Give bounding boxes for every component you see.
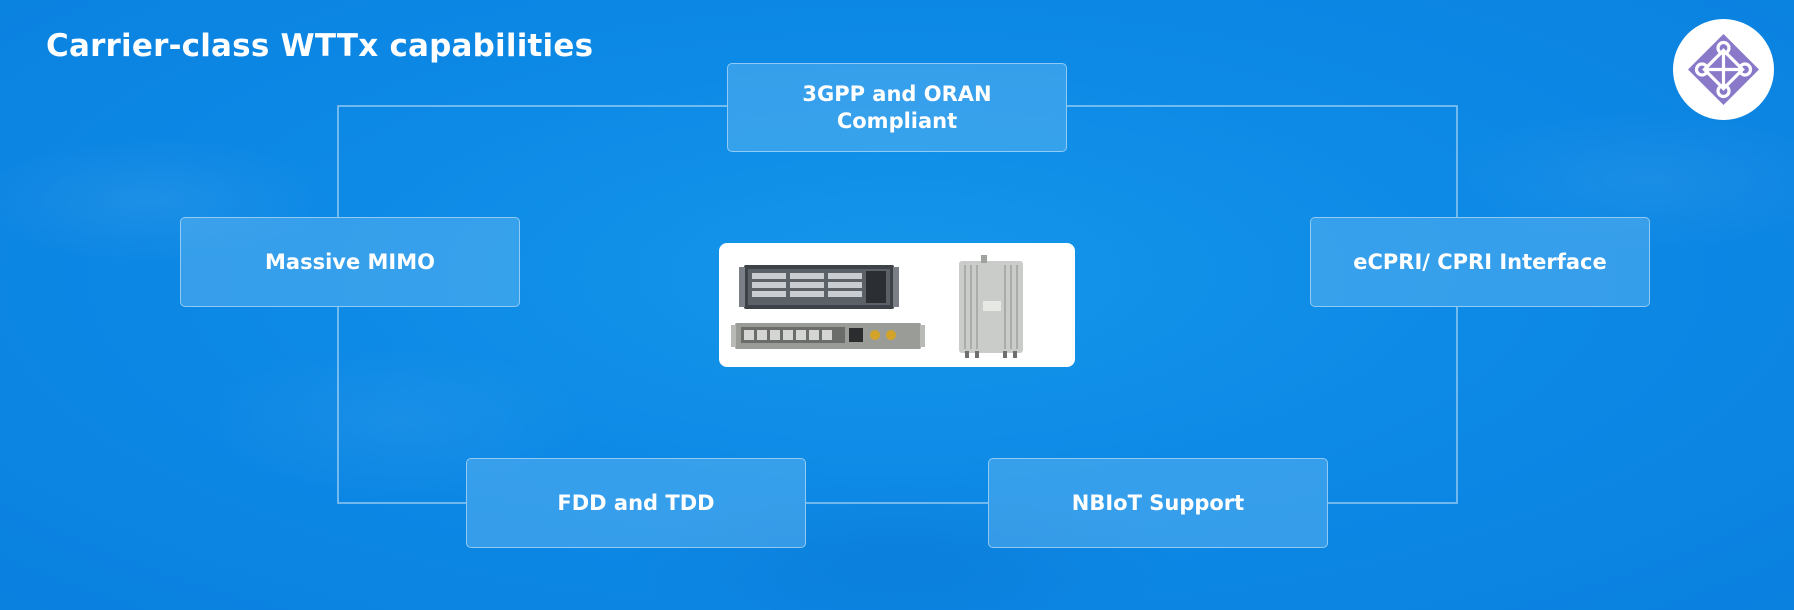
connector-bottom-left	[337, 307, 466, 504]
capability-label: eCPRI/ CPRI Interface	[1353, 249, 1607, 274]
page-title: Carrier-class WTTx capabilities	[46, 28, 594, 64]
capability-label: Massive MIMO	[265, 249, 435, 274]
capability-label: 3GPP and ORAN Compliant	[802, 81, 992, 133]
capability-box-nbiot: NBIoT Support	[988, 458, 1328, 548]
product-image-card	[719, 243, 1075, 367]
capability-box-massive-mimo: Massive MIMO	[180, 217, 520, 307]
capability-box-3gpp-oran: 3GPP and ORAN Compliant	[727, 63, 1067, 152]
capability-label: NBIoT Support	[1071, 490, 1245, 515]
radio-equipment-image	[731, 255, 1023, 358]
connector-bottom-right	[1328, 307, 1458, 504]
endless-knot-icon	[1688, 34, 1759, 105]
capability-box-ecpri-cpri: eCPRI/ CPRI Interface	[1310, 217, 1650, 307]
logo	[1673, 19, 1774, 120]
capability-box-fdd-tdd: FDD and TDD	[466, 458, 806, 548]
connector-top-left	[337, 105, 727, 217]
connector-top-right	[1067, 105, 1458, 217]
capability-label: FDD and TDD	[557, 490, 715, 515]
